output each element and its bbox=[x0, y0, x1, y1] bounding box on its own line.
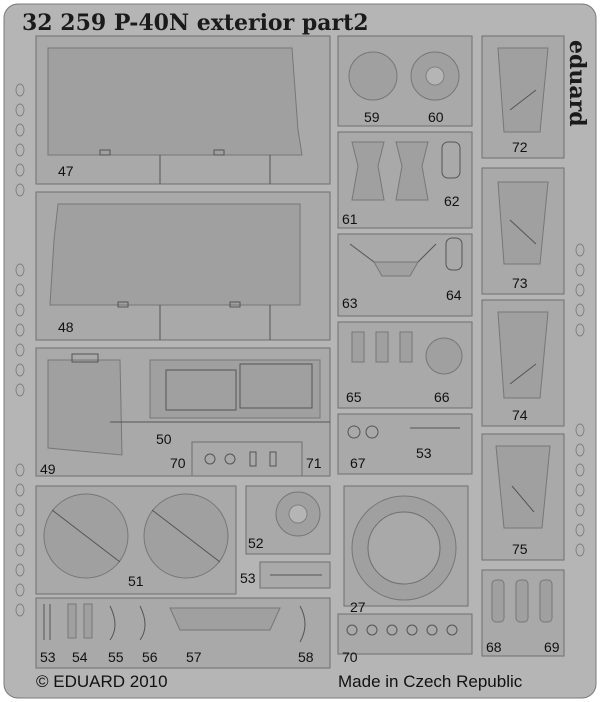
part-74: 74 bbox=[481, 299, 565, 427]
part-47: 47 bbox=[35, 35, 331, 185]
label-70-bottom: 70 bbox=[342, 649, 358, 665]
label-27: 27 bbox=[350, 599, 366, 615]
label-64: 64 bbox=[446, 287, 462, 303]
label-57: 57 bbox=[186, 649, 202, 665]
label-62: 62 bbox=[444, 193, 460, 209]
label-71: 71 bbox=[306, 455, 322, 471]
label-61: 61 bbox=[342, 211, 358, 227]
label-54: 54 bbox=[72, 649, 88, 665]
part-52: 52 bbox=[245, 485, 331, 555]
copyright-text: © EDUARD 2010 bbox=[36, 672, 168, 691]
label-67: 67 bbox=[350, 455, 366, 471]
label-53-mid: 53 bbox=[240, 570, 256, 586]
label-53-bottom: 53 bbox=[40, 649, 56, 665]
part-73: 73 bbox=[481, 167, 565, 295]
origin-text: Made in Czech Republic bbox=[338, 672, 523, 691]
part-63-64: 63 64 bbox=[337, 233, 473, 317]
label-73: 73 bbox=[512, 275, 528, 291]
left-holes bbox=[15, 83, 25, 617]
part-48: 48 bbox=[35, 191, 331, 341]
part-68-69: 68 69 bbox=[481, 569, 565, 657]
label-51: 51 bbox=[128, 573, 144, 589]
label-60: 60 bbox=[428, 109, 444, 125]
part-51: 51 bbox=[35, 485, 237, 595]
label-69: 69 bbox=[544, 639, 560, 655]
part-65-66: 65 66 bbox=[337, 321, 473, 409]
brand-logo: eduard bbox=[564, 40, 590, 127]
part-67-53: 67 53 bbox=[337, 413, 473, 475]
label-50: 50 bbox=[156, 431, 172, 447]
part-53-58: 53 54 55 56 57 58 bbox=[35, 597, 331, 669]
label-58: 58 bbox=[298, 649, 314, 665]
label-47: 47 bbox=[58, 163, 74, 179]
label-70-top: 70 bbox=[170, 455, 186, 471]
right-holes bbox=[575, 243, 585, 557]
fret-title: 32 259 P-40N exterior part2 bbox=[22, 10, 369, 36]
part-75: 75 bbox=[481, 433, 565, 561]
label-63: 63 bbox=[342, 295, 358, 311]
label-66: 66 bbox=[434, 389, 450, 405]
label-72: 72 bbox=[512, 139, 528, 155]
label-48: 48 bbox=[58, 319, 74, 335]
part-70-71: 70 71 bbox=[170, 441, 322, 477]
part-70-bottom: 70 bbox=[337, 613, 473, 665]
part-59-60: 59 60 bbox=[337, 35, 473, 127]
label-52: 52 bbox=[248, 535, 264, 551]
part-61-62: 61 62 bbox=[337, 131, 473, 229]
part-72: 72 bbox=[481, 35, 565, 159]
part-53-strip: 53 bbox=[240, 561, 331, 589]
label-59: 59 bbox=[364, 109, 380, 125]
label-65: 65 bbox=[346, 389, 362, 405]
label-53-right: 53 bbox=[416, 445, 432, 461]
label-74: 74 bbox=[512, 407, 528, 423]
label-55: 55 bbox=[108, 649, 124, 665]
label-68: 68 bbox=[486, 639, 502, 655]
label-49: 49 bbox=[40, 461, 56, 477]
part-27: 27 bbox=[343, 485, 469, 615]
label-75: 75 bbox=[512, 541, 528, 557]
label-56: 56 bbox=[142, 649, 158, 665]
